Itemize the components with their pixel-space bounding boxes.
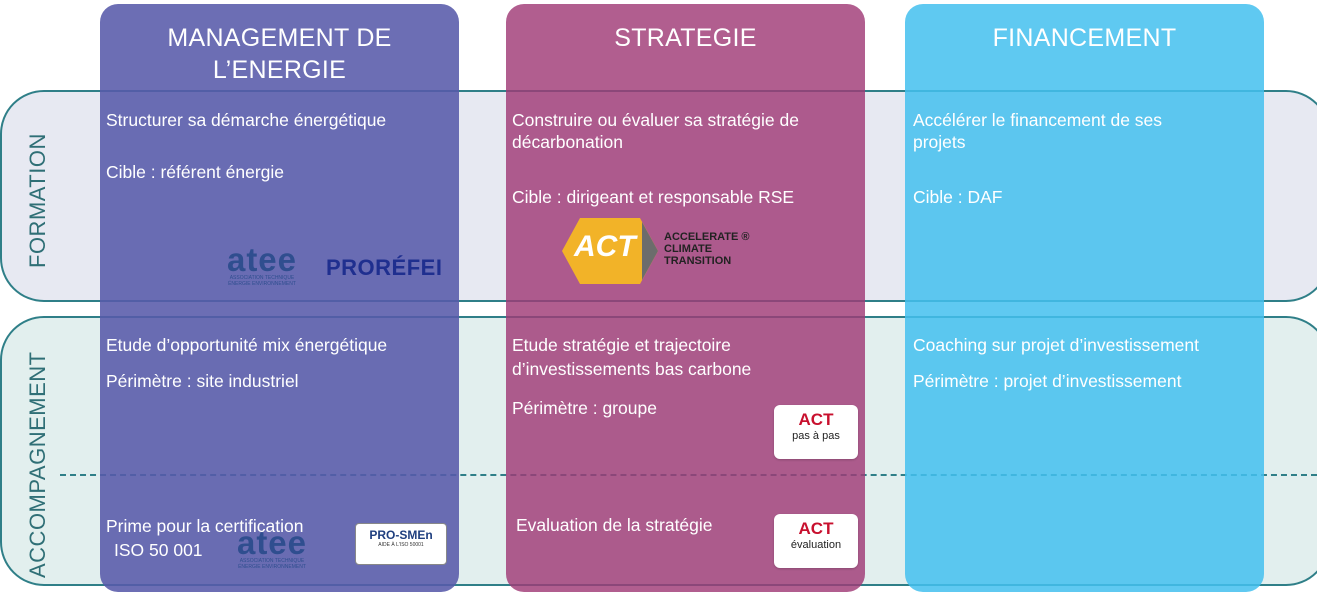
act-evaluation-act: ACT [798, 519, 834, 538]
column-management: MANAGEMENT DE L’ENERGIE [100, 4, 459, 592]
act-pas-a-pas-sub: pas à pas [792, 430, 840, 442]
mgmt-accomp-scope: Périmètre : site industriel [106, 371, 299, 391]
strat-eval-text: Evaluation de la stratégie [516, 515, 713, 535]
column-title-strategie: STRATEGIE [614, 24, 757, 52]
atee-logo-2-sub: ASSOCIATION TECHNIQUE ÉNERGIE ENVIRONNEM… [238, 558, 306, 570]
act-line2: CLIMATE [664, 243, 713, 255]
strat-accomp-line1: Etude stratégie et trajectoire [512, 335, 731, 355]
mgmt-prime-line1: Prime pour la certification [106, 516, 304, 536]
strat-formation-target: Cible : dirigeant et responsable RSE [512, 187, 795, 207]
act-line3: TRANSITION [664, 255, 732, 267]
fin-accomp-text: Coaching sur projet d’investissement [913, 335, 1199, 355]
atee-logo-word: atee [226, 241, 298, 278]
act-accelerate-text: ACCELERATE ® CLIMATE TRANSITION [664, 231, 750, 267]
act-pas-a-pas-badge: ACT pas à pas [774, 405, 858, 459]
strat-accomp-line2: d’investissements bas carbone [512, 359, 752, 379]
row-label-formation: FORMATION [25, 133, 50, 268]
strat-accomp-scope: Périmètre : groupe [512, 398, 657, 418]
atee-logo-2-word: atee [236, 524, 308, 561]
fin-formation-line2: projets [913, 132, 966, 152]
act-hexagon-logo [562, 218, 658, 284]
act-pas-a-pas-act: ACT [798, 410, 834, 429]
prosmen-logo-name: PRO-SMEn [369, 528, 433, 542]
strat-formation-line1: Construire ou évaluer sa stratégie de [512, 110, 799, 130]
column-financement: FINANCEMENT [905, 4, 1264, 592]
column-title-management: MANAGEMENT DE L’ENERGIE [100, 22, 459, 86]
prosmen-logo: PRO-SMEn AIDE À L'ISO 50001 [355, 523, 447, 565]
act-line1: ACCELERATE ® [664, 231, 750, 243]
mgmt-prime-line2: ISO 50 001 [114, 540, 203, 560]
prosmen-logo-sub: AIDE À L'ISO 50001 [378, 542, 424, 548]
title-line-2: L’ENERGIE [212, 56, 347, 84]
atee-logo-sub: ASSOCIATION TECHNIQUE ÉNERGIE ENVIRONNEM… [228, 275, 296, 287]
fin-formation-target: Cible : DAF [913, 187, 1003, 207]
mgmt-formation-text: Structurer sa démarche énergétique [106, 110, 387, 130]
atee-logo: atee ASSOCIATION TECHNIQUE ÉNERGIE ENVIR… [222, 241, 302, 287]
act-hexagon-text: ACT [574, 230, 636, 263]
atee-logo-2: atee ASSOCIATION TECHNIQUE ÉNERGIE ENVIR… [232, 524, 312, 570]
prorefei-logo: PRORÉFEI [326, 255, 443, 280]
column-strategie: STRATEGIE [506, 4, 865, 592]
title-line-1: MANAGEMENT DE [167, 24, 392, 52]
act-evaluation-badge: ACT évaluation [774, 514, 858, 568]
column-title-financement: FINANCEMENT [992, 24, 1177, 52]
row-label-accompagnement: ACCOMPAGNEMENT [25, 351, 50, 578]
fin-accomp-scope: Périmètre : projet d’investissement [913, 371, 1182, 391]
mgmt-accomp-text: Etude d’opportunité mix énergétique [106, 335, 388, 355]
fin-formation-line1: Accélérer le financement de ses [913, 110, 1163, 130]
mgmt-formation-target: Cible : référent énergie [106, 162, 285, 182]
act-evaluation-sub: évaluation [790, 539, 842, 551]
strat-formation-line2: décarbonation [512, 132, 623, 152]
